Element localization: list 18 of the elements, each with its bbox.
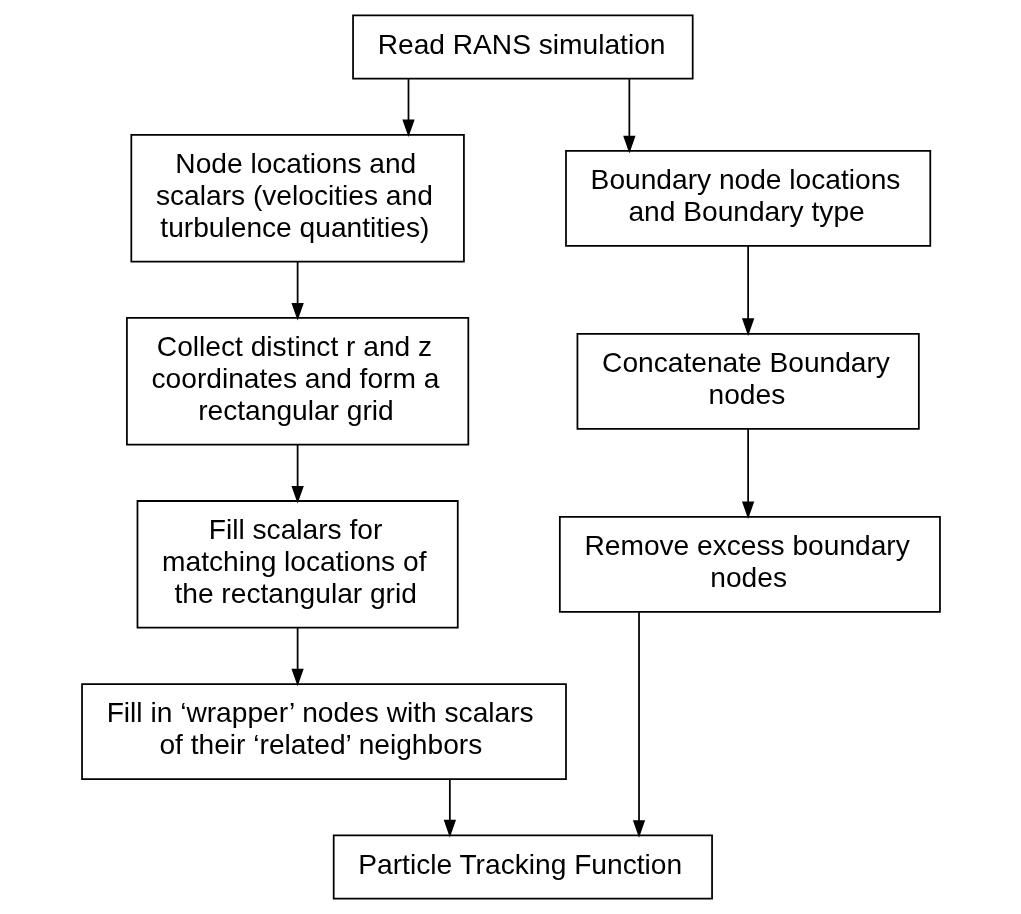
arrow (401, 78, 415, 138)
arrow (290, 627, 304, 687)
arrow (290, 443, 304, 504)
node-box: Remove excess boundary nodes (558, 515, 941, 613)
node-box: Read RANS simulation (351, 14, 694, 80)
node-box: Concatenate Boundary nodes (576, 332, 920, 430)
arrow (741, 245, 754, 336)
arrow (741, 428, 754, 519)
node-box: Fill in ‘wrapper’ nodes with scalars of their ‘related’ neighbors (80, 683, 567, 780)
node-box: Collect distinct r and z coordinates and form a rectangular grid (125, 317, 469, 446)
arrow (290, 260, 304, 321)
arrow (632, 611, 645, 838)
arrow (622, 78, 636, 154)
node-box: Boundary node locations and Boundary type (564, 149, 931, 247)
node-box: Node locations and scalars (velocities and turbulence quantities) (129, 134, 465, 263)
node-box: Fill scalars for matching locations of the rectangular grid (136, 500, 459, 629)
node-box: Particle Tracking Function (332, 834, 713, 900)
arrow (443, 778, 456, 838)
